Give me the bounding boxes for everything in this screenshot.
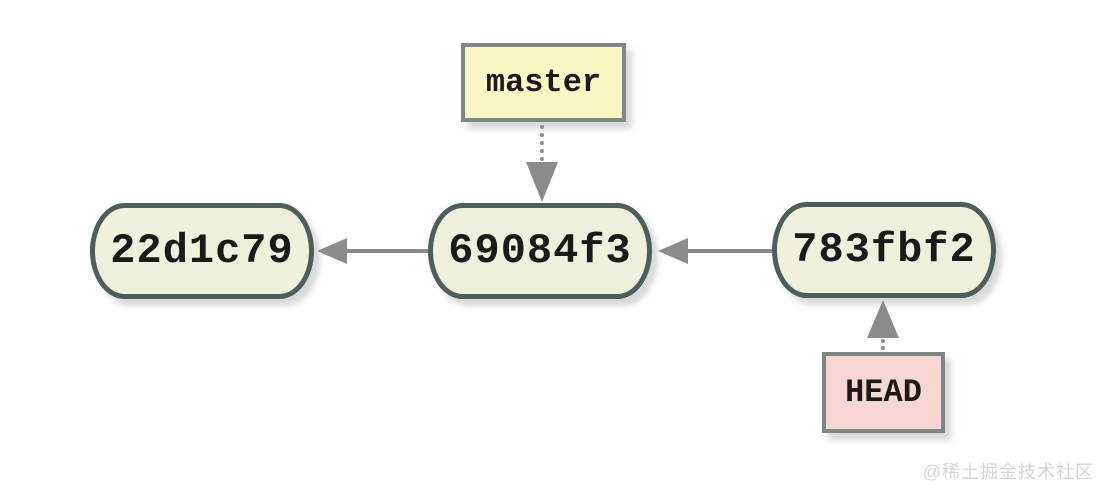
branch-ref-label: master bbox=[485, 64, 602, 101]
edge-69084f3-to-22d1c79-line bbox=[345, 249, 428, 253]
down-arrowhead-icon bbox=[526, 162, 558, 202]
edge-head-to-783fbf2-dotted-line bbox=[881, 339, 885, 350]
edge-master-to-69084f3-dotted-line bbox=[540, 125, 544, 161]
left-arrowhead-icon bbox=[658, 238, 688, 264]
watermark-text: @稀土掘金技术社区 bbox=[922, 462, 1094, 482]
commit-hash-label: 69084f3 bbox=[448, 227, 632, 275]
commit-node-783fbf2: 783fbf2 bbox=[772, 202, 996, 298]
branch-ref-master: master bbox=[461, 43, 626, 122]
head-ref: HEAD bbox=[822, 352, 945, 433]
commit-hash-label: 22d1c79 bbox=[110, 227, 294, 275]
head-ref-label: HEAD bbox=[845, 374, 922, 411]
commit-hash-label: 783fbf2 bbox=[792, 226, 976, 274]
edge-783fbf2-to-69084f3-line bbox=[686, 249, 772, 253]
up-arrowhead-icon bbox=[867, 300, 899, 338]
left-arrowhead-icon bbox=[317, 238, 347, 264]
commit-node-69084f3: 69084f3 bbox=[428, 203, 652, 299]
commit-node-22d1c79: 22d1c79 bbox=[90, 203, 314, 299]
